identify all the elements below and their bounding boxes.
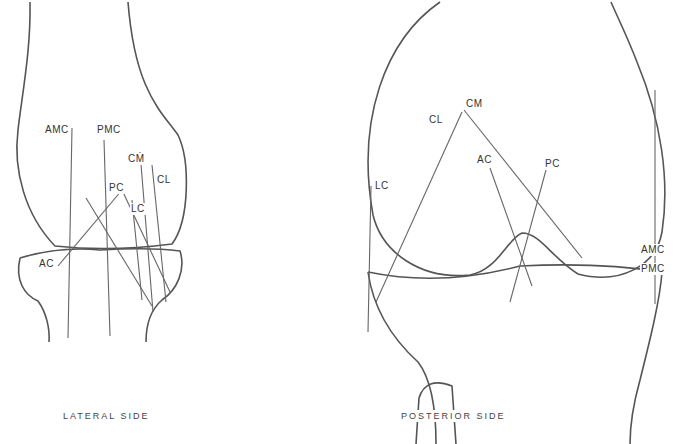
- ligament-label: CM: [127, 153, 146, 165]
- ligament-label: CL: [156, 174, 172, 186]
- ligament-label: AMC: [44, 124, 70, 136]
- ligament-lines: [58, 128, 170, 338]
- ligament-label: LC: [130, 203, 146, 215]
- ligament-label: LC: [374, 180, 390, 192]
- tibia-outline: [20, 249, 182, 342]
- ligament-label: AC: [38, 258, 55, 270]
- ligament-label: AC: [476, 154, 493, 166]
- ligament-label: CL: [428, 114, 444, 126]
- ligament-label: AMC: [640, 244, 666, 256]
- ligament-label: PC: [108, 182, 125, 194]
- femur-outline: [17, 2, 186, 249]
- view-caption: POSTERIOR SIDE: [400, 410, 507, 422]
- tibia-outline: [368, 265, 662, 444]
- ligament-label: PMC: [96, 124, 122, 136]
- ligament-label: CM: [465, 98, 484, 110]
- ligament-lines: [368, 90, 655, 332]
- femur-outline: [368, 2, 665, 277]
- ligament-label: PMC: [640, 263, 666, 275]
- view-caption: LATERAL SIDE: [62, 410, 151, 422]
- tibia-outline: [19, 258, 50, 342]
- ligament-label: PC: [544, 158, 561, 170]
